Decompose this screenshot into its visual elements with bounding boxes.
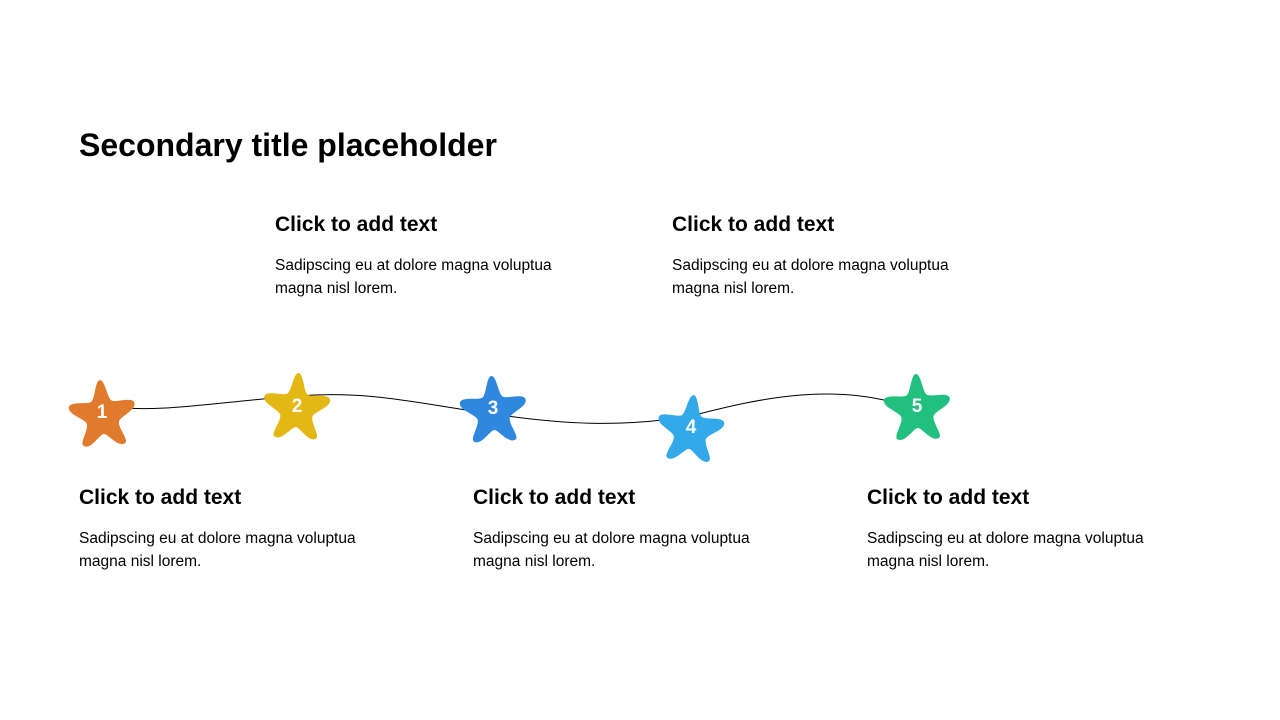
step-description-1[interactable]: Sadipscing eu at dolore magna voluptua m… (79, 530, 356, 570)
step-number-1: 1 (97, 402, 108, 423)
step-text-block-5: Click to add text Sadipscing eu at dolor… (867, 485, 1197, 573)
step-text-block-4: Click to add text Sadipscing eu at dolor… (672, 212, 1002, 300)
step-heading-3[interactable]: Click to add text (473, 486, 636, 509)
step-number-2: 2 (292, 396, 303, 417)
step-heading-1[interactable]: Click to add text (79, 486, 242, 509)
step-description-4[interactable]: Sadipscing eu at dolore magna voluptua m… (672, 257, 949, 297)
step-text-block-3: Click to add text Sadipscing eu at dolor… (473, 485, 803, 573)
slide-title[interactable]: Secondary title placeholder (79, 127, 497, 163)
step-description-2[interactable]: Sadipscing eu at dolore magna voluptua m… (275, 257, 552, 297)
step-heading-5[interactable]: Click to add text (867, 486, 1030, 509)
step-text-block-2: Click to add text Sadipscing eu at dolor… (275, 212, 605, 300)
step-number-4: 4 (686, 417, 697, 438)
step-description-3[interactable]: Sadipscing eu at dolore magna voluptua m… (473, 530, 750, 570)
step-description-5[interactable]: Sadipscing eu at dolore magna voluptua m… (867, 530, 1144, 570)
step-heading-2[interactable]: Click to add text (275, 213, 438, 236)
step-heading-4[interactable]: Click to add text (672, 213, 835, 236)
step-number-3: 3 (488, 398, 499, 419)
step-text-block-1: Click to add text Sadipscing eu at dolor… (79, 485, 409, 573)
step-number-5: 5 (912, 396, 923, 417)
